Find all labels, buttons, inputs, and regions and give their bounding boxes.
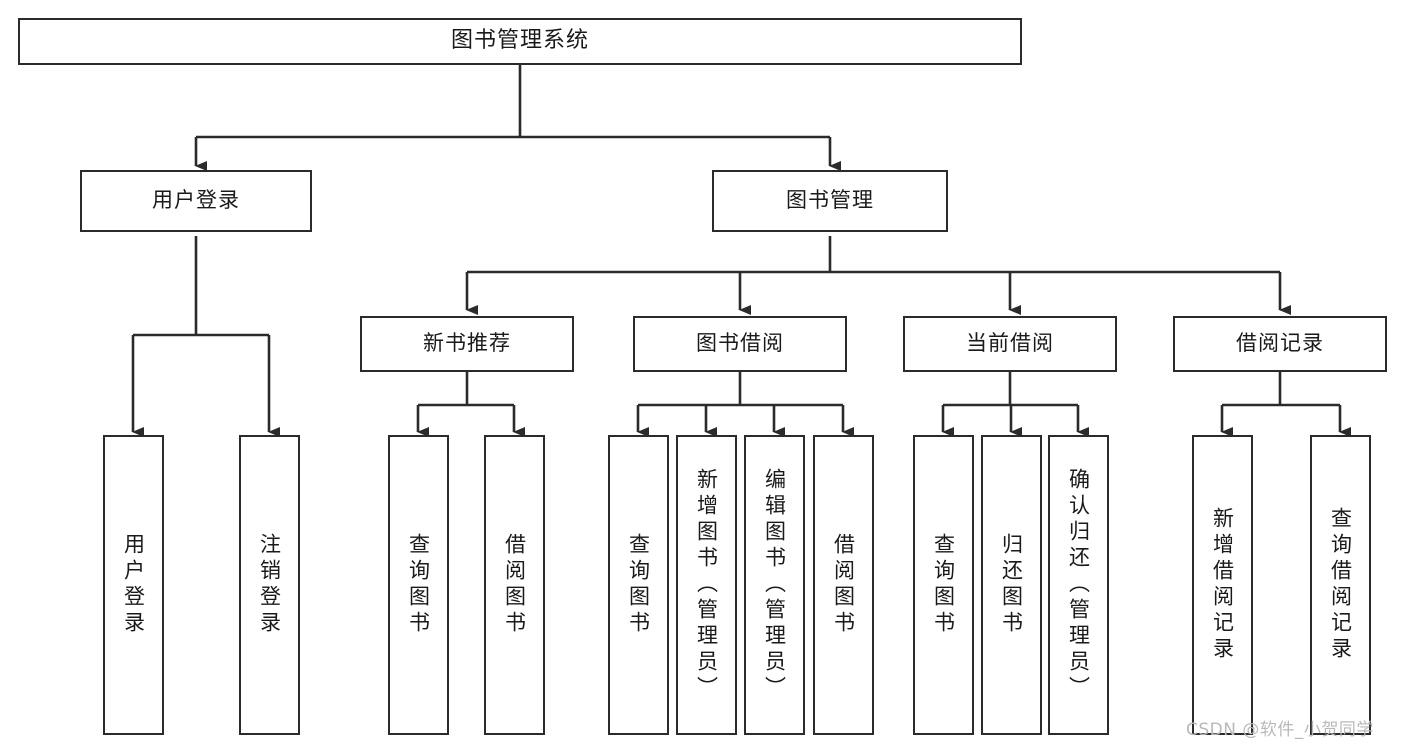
node-label: 新增图书（管理员） <box>694 468 719 702</box>
node-label: 借阅图书 <box>831 533 856 637</box>
leaf-query-book-2[interactable]: 查询图书 <box>608 435 669 735</box>
node-label: 查询借阅记录 <box>1328 507 1353 663</box>
node-label: 新增借阅记录 <box>1210 507 1235 663</box>
node-label: 注销登录 <box>257 533 282 637</box>
node-label: 编辑图书（管理员） <box>762 468 787 702</box>
node-label: 用户登录 <box>121 533 146 637</box>
node-label: 归还图书 <box>999 533 1024 637</box>
node-label: 新书推荐 <box>423 331 511 356</box>
leaf-add-book[interactable]: 新增图书（管理员） <box>676 435 737 735</box>
leaf-edit-book[interactable]: 编辑图书（管理员） <box>744 435 805 735</box>
node-current-borrow[interactable]: 当前借阅 <box>903 316 1117 372</box>
node-label: 用户登录 <box>152 188 240 213</box>
node-label: 查询图书 <box>626 533 651 637</box>
node-label: 图书管理 <box>786 188 874 213</box>
csdn-watermark: CSDN @软件_小贺同学 <box>1186 720 1374 740</box>
node-label: 借阅图书 <box>502 533 527 637</box>
node-label: 查询图书 <box>931 533 956 637</box>
leaf-confirm-return[interactable]: 确认归还（管理员） <box>1048 435 1109 735</box>
node-book-management-system[interactable]: 图书管理系统 <box>18 18 1022 65</box>
leaf-borrow-book-1[interactable]: 借阅图书 <box>484 435 545 735</box>
leaf-user-login[interactable]: 用户登录 <box>103 435 164 735</box>
node-book-management[interactable]: 图书管理 <box>712 170 948 232</box>
node-new-book-recommend[interactable]: 新书推荐 <box>360 316 574 372</box>
leaf-query-book-1[interactable]: 查询图书 <box>388 435 449 735</box>
node-label: 查询图书 <box>406 533 431 637</box>
leaf-query-record[interactable]: 查询借阅记录 <box>1310 435 1371 735</box>
node-label: 图书管理系统 <box>450 28 589 54</box>
leaf-query-book-3[interactable]: 查询图书 <box>913 435 974 735</box>
node-label: 图书借阅 <box>696 331 784 356</box>
node-book-borrow[interactable]: 图书借阅 <box>633 316 847 372</box>
leaf-return-book[interactable]: 归还图书 <box>981 435 1042 735</box>
leaf-add-record[interactable]: 新增借阅记录 <box>1192 435 1253 735</box>
node-label: 借阅记录 <box>1236 331 1324 356</box>
node-user-login[interactable]: 用户登录 <box>80 170 312 232</box>
node-label: 确认归还（管理员） <box>1066 468 1091 702</box>
leaf-borrow-book-2[interactable]: 借阅图书 <box>813 435 874 735</box>
node-label: 当前借阅 <box>966 331 1054 356</box>
leaf-logout-login[interactable]: 注销登录 <box>239 435 300 735</box>
node-borrow-record[interactable]: 借阅记录 <box>1173 316 1387 372</box>
